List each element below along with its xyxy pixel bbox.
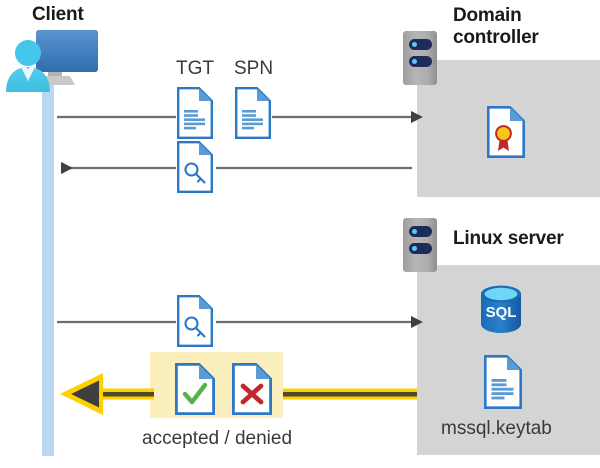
keytab-label: mssql.keytab <box>441 418 552 439</box>
yellow-arrow-right-segment <box>283 388 417 400</box>
keytab-document-icon <box>484 355 522 409</box>
page-title-domain-controller: Domain controller <box>453 5 593 49</box>
client-icon <box>4 26 100 92</box>
page-title-linux-server: Linux server <box>453 228 564 249</box>
server-rack-icon-linux-server <box>403 218 437 272</box>
spn-label: SPN <box>234 58 274 79</box>
svg-text:SQL: SQL <box>486 304 517 321</box>
result-caption: accepted / denied <box>142 428 293 449</box>
request-key-document-icon <box>177 295 213 347</box>
denied-document-icon <box>232 363 272 415</box>
tgt-label: TGT <box>176 58 214 79</box>
tgt-document-icon <box>177 87 213 139</box>
sql-database-icon: SQL <box>478 284 524 334</box>
client-lifeline <box>42 84 54 456</box>
ticket-key-document-icon <box>177 141 213 193</box>
certificate-document-icon <box>487 106 525 158</box>
domain-controller-title-line2: controller <box>453 27 539 48</box>
page-title-client: Client <box>32 4 84 25</box>
yellow-arrow-head <box>60 373 103 415</box>
yellow-arrow-left-segment <box>96 388 154 400</box>
accepted-document-icon <box>175 363 215 415</box>
domain-controller-title-line1: Domain <box>453 5 522 26</box>
server-rack-icon-domain-controller <box>403 31 437 85</box>
spn-document-icon <box>235 87 271 139</box>
